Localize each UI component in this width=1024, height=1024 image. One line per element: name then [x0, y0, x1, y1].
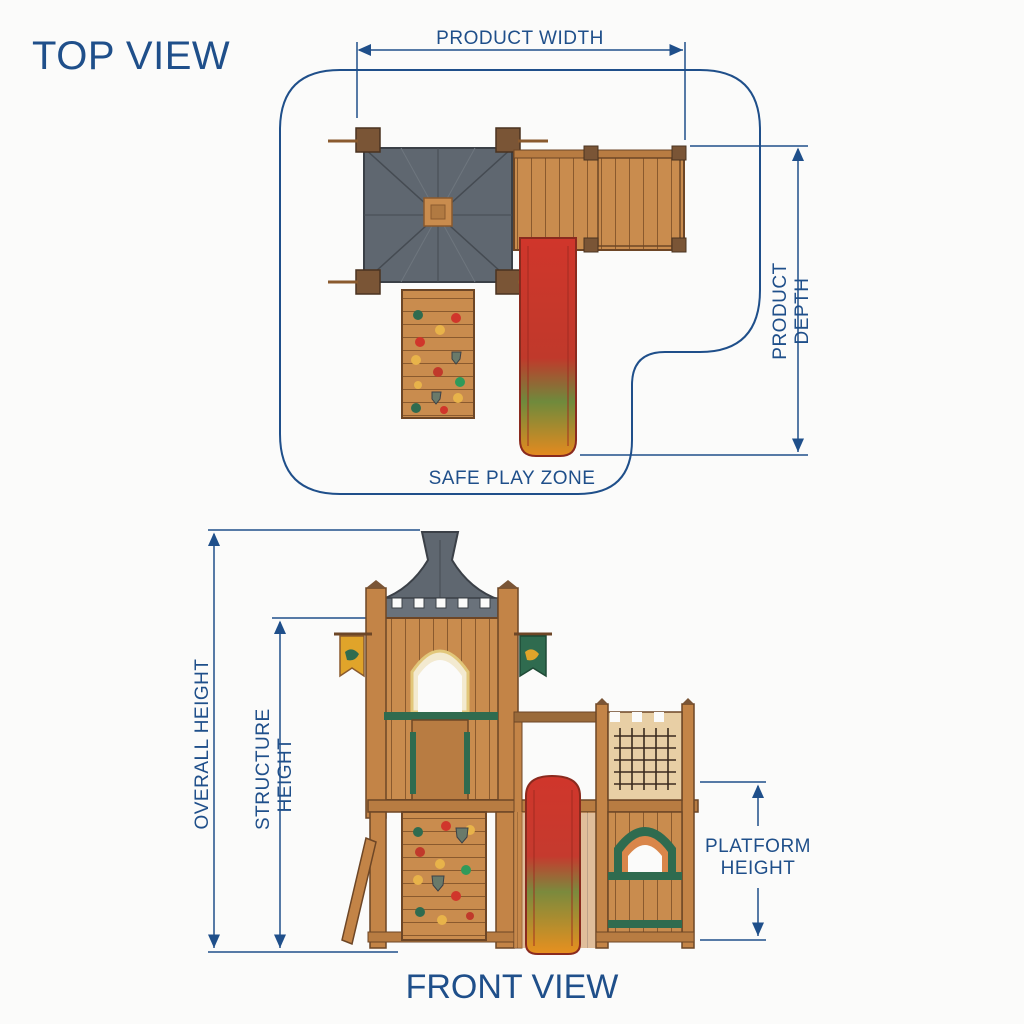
top-view-title: TOP VIEW	[32, 34, 231, 78]
climbing-wall-front	[401, 811, 487, 941]
rope-net-deck	[595, 698, 695, 949]
safe-play-zone-outline	[279, 69, 761, 495]
structure-height-line-1: STRUCTURE	[253, 708, 274, 830]
slide-front	[525, 774, 581, 955]
tower-roof-top	[328, 127, 548, 295]
overall-height-label: OVERALL HEIGHT	[192, 658, 213, 830]
product-depth-line-2: DEPTH	[792, 277, 813, 345]
climbing-wall-top	[401, 289, 475, 419]
front-view-title: FRONT VIEW	[405, 968, 619, 1006]
product-depth-dimension	[580, 145, 808, 456]
product-depth-label: PRODUCT DEPTH	[770, 261, 814, 361]
structure-height-dimension	[272, 617, 366, 948]
tower-spire	[379, 531, 501, 623]
tower-body	[365, 580, 519, 819]
overall-height-dimension	[208, 529, 420, 953]
right-banner	[514, 632, 552, 678]
platform-height-label: PLATFORM HEIGHT	[700, 836, 816, 880]
platform-height-dimension	[700, 781, 766, 941]
structure-height-label: STRUCTURE HEIGHT	[253, 708, 297, 830]
deck-platform-top	[513, 145, 687, 253]
safe-play-zone-label: SAFE PLAY ZONE	[428, 468, 596, 489]
left-banner	[334, 632, 372, 678]
product-width-label: PRODUCT WIDTH	[436, 28, 604, 49]
slide-top	[519, 237, 577, 457]
structure-height-line-2: HEIGHT	[275, 737, 296, 813]
platform-height-line-1: PLATFORM	[704, 836, 812, 857]
platform-height-line-2: HEIGHT	[720, 858, 796, 879]
product-depth-line-1: PRODUCT	[770, 262, 791, 360]
product-width-dimension	[356, 42, 686, 140]
